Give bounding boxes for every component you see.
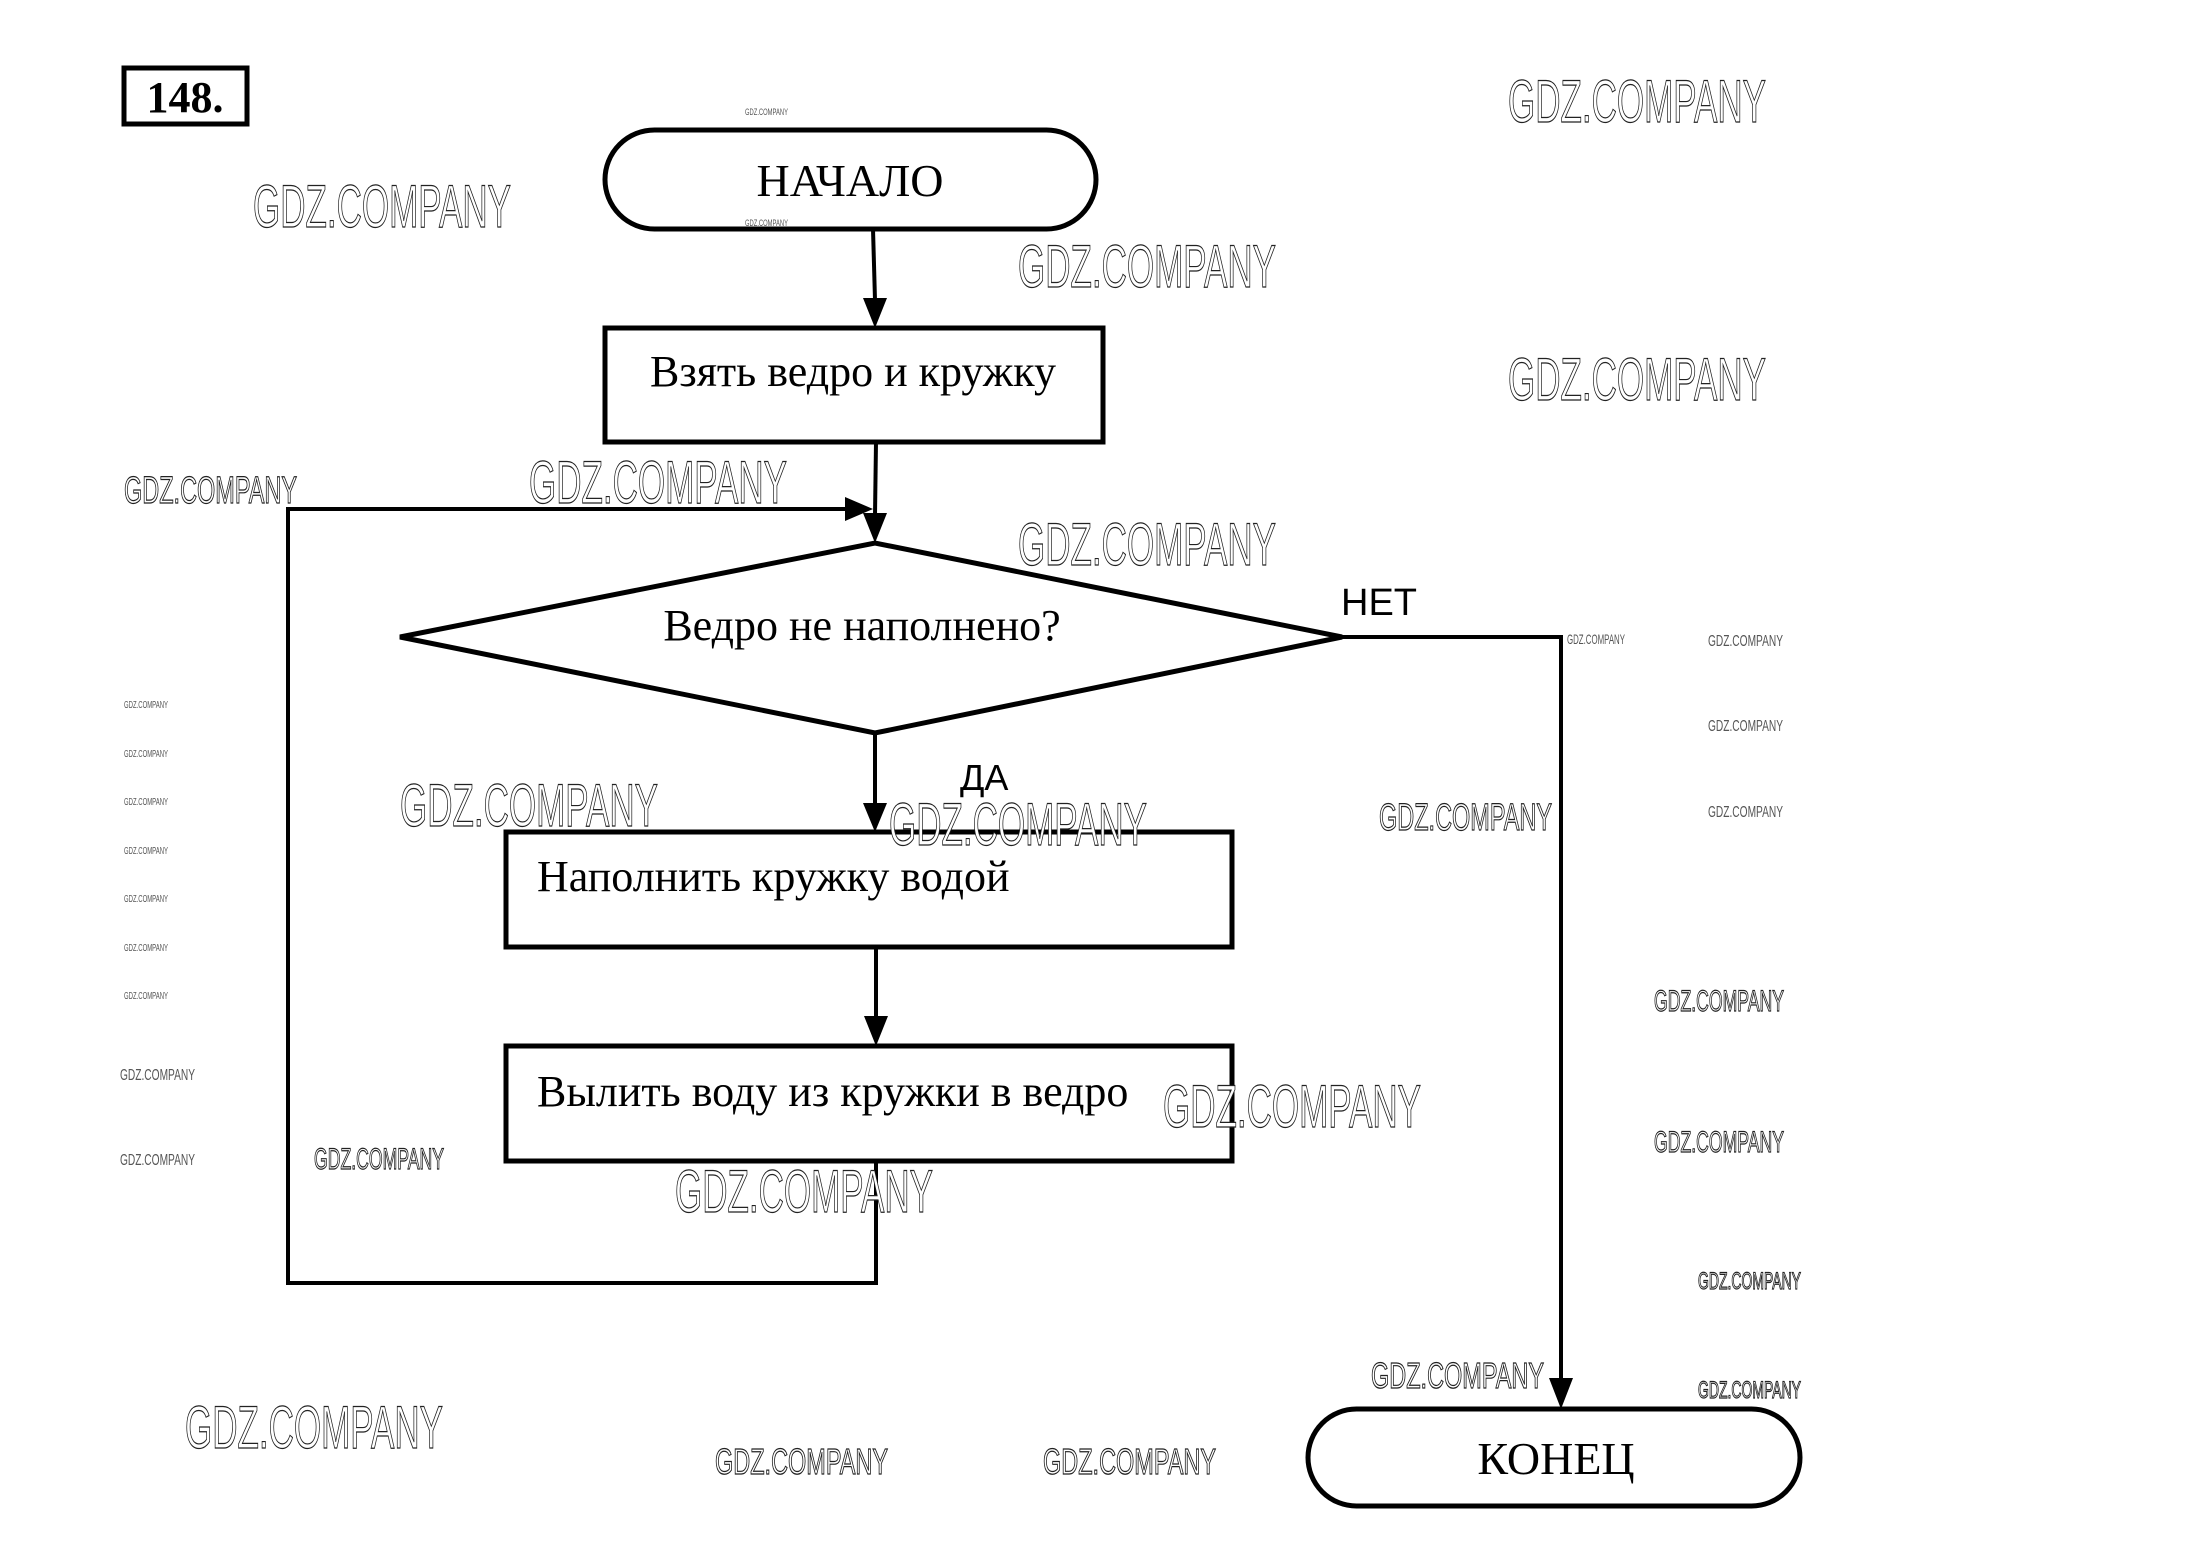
- step1-label: Взять ведро и кружку: [650, 347, 1056, 396]
- watermark: GDZ.COMPANY: [400, 772, 658, 839]
- process-step-2: Наполнить кружку водой: [503, 829, 1235, 950]
- watermark: GDZ.COMPANY: [1708, 633, 1783, 650]
- problem-number-text: 148.: [147, 73, 224, 122]
- end-terminator: КОНЕЦ: [1305, 1406, 1803, 1509]
- watermark: GDZ.COMPANY: [1654, 985, 1784, 1018]
- watermark: GDZ.COMPANY: [124, 846, 168, 857]
- watermark: GDZ.COMPANY: [1018, 233, 1276, 300]
- watermark: GDZ.COMPANY: [1018, 511, 1276, 578]
- watermark: GDZ.COMPANY: [124, 943, 168, 954]
- connector-loop-back: [286, 507, 878, 1285]
- connector-decision-end: [1342, 635, 1563, 1380]
- watermark: GDZ.COMPANY: [715, 1441, 888, 1482]
- arrowhead-step2: [863, 803, 887, 832]
- step2-label: Наполнить кружку водой: [537, 852, 1010, 901]
- yes-label: ДА: [960, 757, 1008, 798]
- problem-number-box: [121, 65, 250, 127]
- connector-step1-decision: [873, 441, 878, 516]
- step2-box: [503, 829, 1235, 950]
- arrowhead-loop: [845, 497, 873, 521]
- no-label: НЕТ: [1341, 582, 1417, 624]
- decision-node: Ведро не наполнено?: [399, 540, 1343, 736]
- watermark: GDZ.COMPANY: [1163, 1073, 1421, 1140]
- end-label: КОНЕЦ: [1477, 1433, 1634, 1484]
- arrowhead-step1: [863, 298, 887, 328]
- watermark: GDZ.COMPANY: [529, 449, 787, 516]
- watermark: GDZ.COMPANY: [124, 991, 168, 1002]
- watermark: GDZ.COMPANY: [675, 1158, 933, 1225]
- watermark: GDZ.COMPANY: [1708, 718, 1783, 735]
- watermark: GDZ.COMPANY: [1708, 804, 1783, 821]
- watermark: GDZ.COMPANY: [1508, 346, 1766, 413]
- watermark: GDZ.COMPANY: [745, 218, 788, 228]
- watermark: GDZ.COMPANY: [1379, 797, 1552, 839]
- start-terminator: НАЧАЛО: [602, 127, 1099, 232]
- watermark: GDZ.COMPANY: [1043, 1441, 1216, 1482]
- watermark: GDZ.COMPANY: [124, 470, 297, 512]
- arrowhead-end: [1549, 1378, 1573, 1409]
- watermark: GDZ.COMPANY: [745, 107, 788, 117]
- step1-box: [602, 325, 1106, 445]
- decision-diamond: [399, 540, 1343, 736]
- step3-box: [503, 1043, 1235, 1164]
- process-step-3: Вылить воду из кружки в ведро: [503, 1043, 1235, 1164]
- problem-number: 148.: [121, 65, 250, 127]
- connector-start-step1: [871, 228, 877, 301]
- start-label: НАЧАЛО: [757, 155, 944, 206]
- decision-label: Ведро не наполнено?: [663, 601, 1060, 650]
- watermark: GDZ.COMPANY: [120, 1067, 195, 1084]
- watermark: GDZ.COMPANY: [1508, 68, 1766, 135]
- start-shape: [602, 127, 1099, 232]
- watermark: GDZ.COMPANY: [889, 791, 1147, 858]
- watermark: GDZ.COMPANY: [1371, 1355, 1544, 1396]
- watermark: GDZ.COMPANY: [1654, 1126, 1784, 1159]
- watermark: GDZ.COMPANY: [124, 797, 168, 808]
- watermark: GDZ.COMPANY: [314, 1143, 444, 1176]
- end-shape: [1305, 1406, 1803, 1509]
- watermark: GDZ.COMPANY: [1698, 1268, 1801, 1295]
- watermark: GDZ.COMPANY: [1698, 1377, 1801, 1404]
- watermark: GDZ.COMPANY: [124, 894, 168, 905]
- arrowhead-step3: [864, 1016, 888, 1046]
- connectors: [286, 228, 1573, 1409]
- watermark: GDZ.COMPANY: [120, 1152, 195, 1169]
- arrowhead-decision: [863, 513, 887, 543]
- watermark: GDZ.COMPANY: [124, 749, 168, 760]
- watermark: GDZ.COMPANY: [124, 700, 168, 711]
- step3-label: Вылить воду из кружки в ведро: [537, 1067, 1128, 1116]
- watermark: GDZ.COMPANY: [185, 1394, 443, 1461]
- watermarks: GDZ.COMPANY GDZ.COMPANY GDZ.COMPANY GDZ.…: [120, 67, 1802, 1482]
- process-step-1: Взять ведро и кружку: [602, 325, 1106, 445]
- watermark: GDZ.COMPANY: [253, 173, 511, 240]
- watermark: GDZ.COMPANY: [1567, 631, 1625, 647]
